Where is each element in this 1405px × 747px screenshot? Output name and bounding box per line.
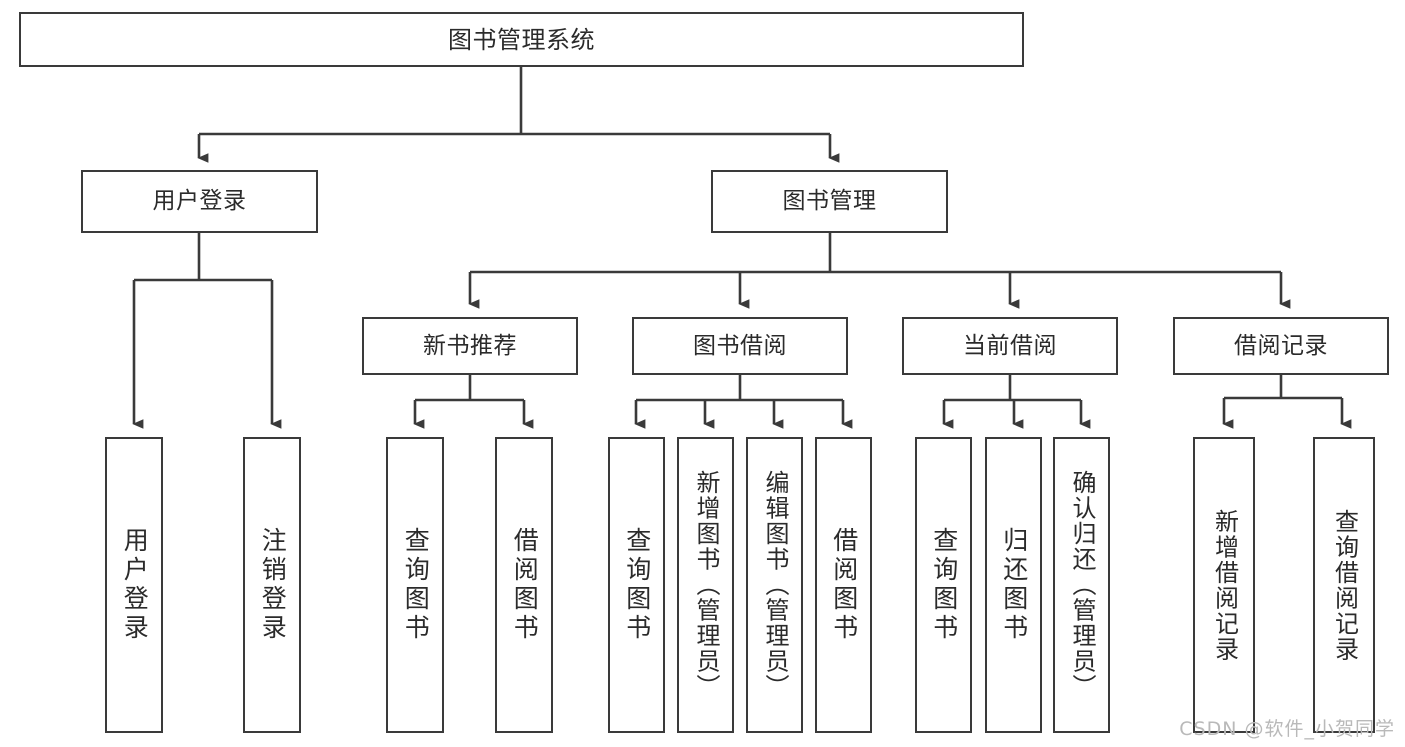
node-current-borrow[interactable]: 当前借阅 xyxy=(902,317,1118,375)
node-borrow-record[interactable]: 借阅记录 xyxy=(1173,317,1389,375)
node-label: 归还图书 xyxy=(999,527,1029,643)
watermark-csdn: CSDN @软件_小贺同学 xyxy=(1179,718,1395,740)
node-leaf-add-borrow-record[interactable]: 新增借阅记录 xyxy=(1193,437,1255,733)
node-leaf-borrow-book-recommend[interactable]: 借阅图书 xyxy=(495,437,553,733)
node-root-book-management-system[interactable]: 图书管理系统 xyxy=(19,12,1024,67)
node-leaf-confirm-return-admin[interactable]: 确认归还（管理员） xyxy=(1053,437,1110,733)
node-label: 当前借阅 xyxy=(963,332,1057,359)
node-new-book-recommend[interactable]: 新书推荐 xyxy=(362,317,578,375)
node-book-borrow[interactable]: 图书借阅 xyxy=(632,317,848,375)
node-label: 查询图书 xyxy=(929,527,959,643)
node-label: 注销登录 xyxy=(258,527,288,643)
node-label: 借阅图书 xyxy=(829,527,859,643)
node-user-login[interactable]: 用户登录 xyxy=(81,170,318,233)
node-label: 确认归还（管理员） xyxy=(1067,470,1096,700)
node-label: 新增图书（管理员） xyxy=(691,470,720,700)
node-leaf-user-logout[interactable]: 注销登录 xyxy=(243,437,301,733)
node-label: 用户登录 xyxy=(152,188,247,214)
node-label: 借阅图书 xyxy=(510,527,540,643)
node-book-management[interactable]: 图书管理 xyxy=(711,170,948,233)
node-leaf-query-borrow-record[interactable]: 查询借阅记录 xyxy=(1313,437,1375,733)
node-label: 新增借阅记录 xyxy=(1210,508,1239,662)
node-leaf-borrow-book-borrow[interactable]: 借阅图书 xyxy=(815,437,872,733)
node-label: 用户登录 xyxy=(120,527,150,643)
node-leaf-query-book-recommend[interactable]: 查询图书 xyxy=(386,437,444,733)
node-label: 查询借阅记录 xyxy=(1330,508,1359,662)
node-label: 借阅记录 xyxy=(1234,332,1328,359)
node-label: 图书管理 xyxy=(782,188,877,214)
node-leaf-user-login[interactable]: 用户登录 xyxy=(105,437,163,733)
node-label: 查询图书 xyxy=(622,527,652,643)
node-leaf-edit-book-admin[interactable]: 编辑图书（管理员） xyxy=(746,437,803,733)
node-label: 查询图书 xyxy=(401,527,431,643)
node-leaf-return-book[interactable]: 归还图书 xyxy=(985,437,1042,733)
node-label: 图书借阅 xyxy=(693,332,787,359)
node-leaf-add-book-admin[interactable]: 新增图书（管理员） xyxy=(677,437,734,733)
node-leaf-query-book-borrow[interactable]: 查询图书 xyxy=(608,437,665,733)
node-label: 编辑图书（管理员） xyxy=(760,470,789,700)
node-leaf-query-book-current[interactable]: 查询图书 xyxy=(915,437,972,733)
node-label: 新书推荐 xyxy=(423,332,517,359)
node-label: 图书管理系统 xyxy=(448,25,595,54)
